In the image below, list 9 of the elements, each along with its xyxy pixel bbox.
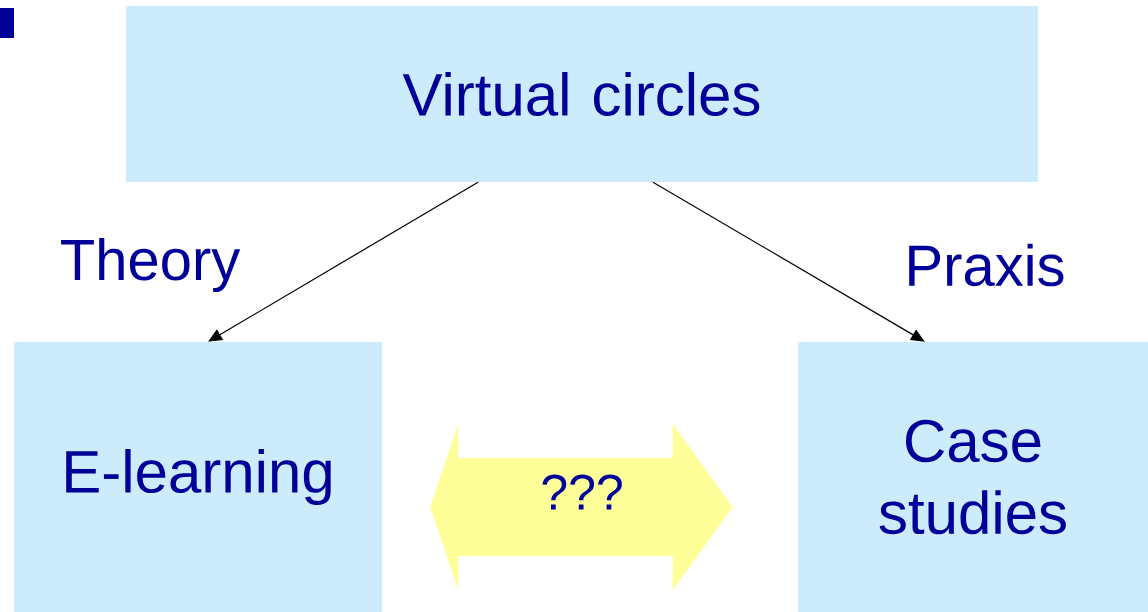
process-box: Case studies — [798, 342, 1148, 612]
edge-label: Theory — [58, 236, 242, 294]
process-box: Virtual circles — [126, 6, 1038, 182]
edge-label: Praxis — [903, 242, 1067, 288]
edge-label: ??? — [539, 473, 625, 511]
process-box: E-learning — [14, 342, 382, 612]
double-arrow — [430, 424, 733, 590]
arrow — [208, 181, 479, 342]
arrow — [652, 181, 925, 342]
